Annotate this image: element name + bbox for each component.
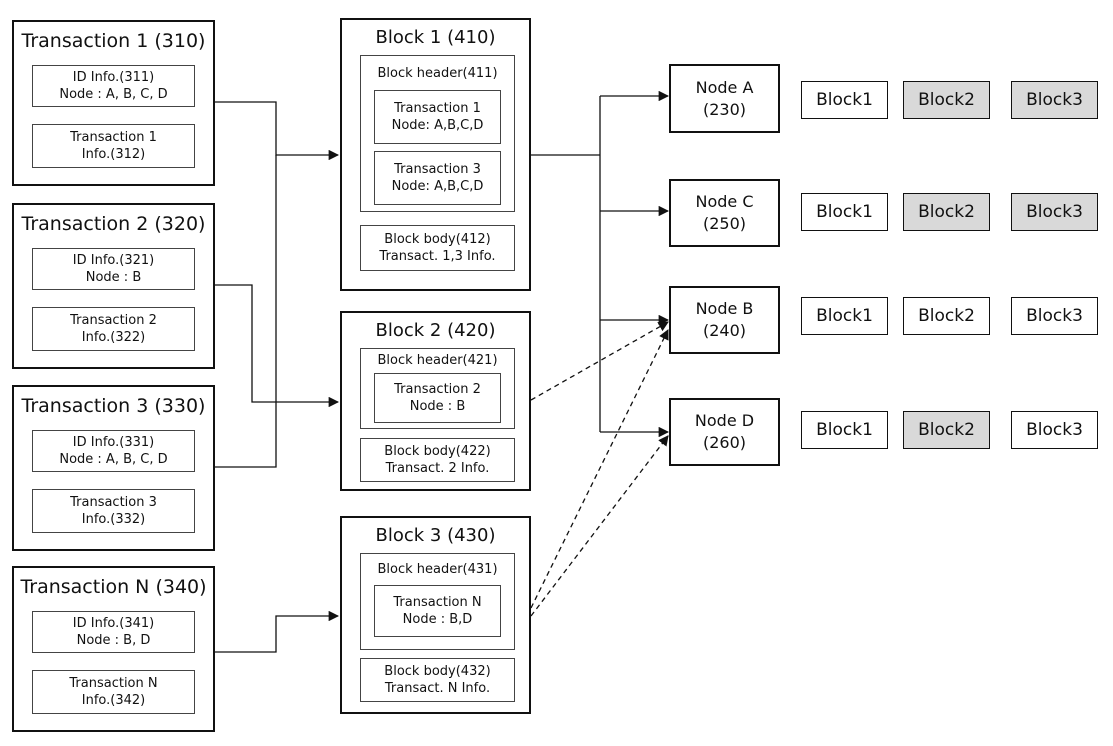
node-list: Node : B, D <box>76 633 151 648</box>
block-3-title: Block 3 (430) <box>375 525 496 546</box>
tx-info-line2: Info.(342) <box>81 693 146 708</box>
node-d-chain-block3: Block3 <box>1011 411 1098 449</box>
node-name: Node C <box>695 192 754 211</box>
block-body-label: Block body(422) <box>384 444 491 459</box>
block-header-label: Block header(411) <box>377 66 498 81</box>
id-info-label: ID Info.(321) <box>72 253 155 268</box>
dashed-block3-nodeD <box>530 435 669 617</box>
tx-info-line2: Info.(312) <box>81 147 146 162</box>
tx-info-line2: Info.(322) <box>81 330 146 345</box>
node-d-chain-block2: Block2 <box>903 411 990 449</box>
node-id: (250) <box>702 214 747 233</box>
transaction-1-box: Transaction 1 (310) ID Info.(311) Node :… <box>12 20 215 186</box>
arrow-txN-block3 <box>214 610 340 653</box>
header-item-nodes: Node: A,B,C,D <box>391 179 484 194</box>
transaction-N-info: Transaction N Info.(342) <box>32 670 195 714</box>
node-d: Node D (260) <box>669 398 780 466</box>
header-item-tx: Transaction N <box>393 595 482 610</box>
transaction-3-box: Transaction 3 (330) ID Info.(331) Node :… <box>12 385 215 551</box>
block-3-body: Block body(432) Transact. N Info. <box>360 658 515 702</box>
arrow-tx1-block1 <box>214 101 340 161</box>
node-c-chain-block1: Block1 <box>801 193 888 231</box>
block-1-body: Block body(412) Transact. 1,3 Info. <box>360 225 515 271</box>
arrow-tx2-block2 <box>214 284 340 408</box>
node-b-chain-block3: Block3 <box>1011 297 1098 335</box>
block-body-info: Transact. N Info. <box>384 681 491 696</box>
header-item-tx: Transaction 2 <box>394 382 481 397</box>
id-info-label: ID Info.(311) <box>72 70 155 85</box>
transaction-1-id-info: ID Info.(311) Node : A, B, C, D <box>32 65 195 107</box>
block-2-title: Block 2 (420) <box>375 320 496 341</box>
node-list: Node : A, B, C, D <box>59 87 168 102</box>
header-item-tx: Transaction 3 <box>394 162 481 177</box>
block-header-label: Block header(431) <box>377 562 498 577</box>
node-id: (260) <box>702 433 747 452</box>
node-a-chain-block2: Block2 <box>903 81 990 119</box>
transaction-2-title: Transaction 2 (320) <box>21 213 206 235</box>
block-1-header: Block header(411) Transaction 1 Node: A,… <box>360 55 515 212</box>
block-2-box: Block 2 (420) Block header(421) Transact… <box>340 311 531 491</box>
block-body-info: Transact. 2 Info. <box>385 461 490 476</box>
node-name: Node D <box>694 411 755 430</box>
node-c: Node C (250) <box>669 179 780 247</box>
node-list: Node : A, B, C, D <box>59 452 168 467</box>
tx-info-line1: Transaction N <box>69 676 158 691</box>
tx-info-line1: Transaction 2 <box>70 313 157 328</box>
block-body-label: Block body(412) <box>384 232 491 247</box>
transaction-N-title: Transaction N (340) <box>20 576 207 598</box>
tx-info-line1: Transaction 1 <box>70 130 157 145</box>
id-info-label: ID Info.(331) <box>72 435 155 450</box>
node-id: (230) <box>702 99 747 119</box>
arrow-tx3-block1 <box>214 155 277 468</box>
transaction-3-id-info: ID Info.(331) Node : A, B, C, D <box>32 430 195 472</box>
header-item-nodes: Node: A,B,C,D <box>391 118 484 133</box>
header-item-nodes: Node : B,D <box>402 612 473 627</box>
transaction-1-title: Transaction 1 (310) <box>21 30 206 52</box>
node-b: Node B (240) <box>669 286 780 354</box>
block-2-body: Block body(422) Transact. 2 Info. <box>360 438 515 482</box>
node-id: (240) <box>702 321 747 340</box>
block-2-header-item-1: Transaction 2 Node : B <box>374 373 501 423</box>
node-list: Node : B <box>85 270 142 285</box>
header-item-tx: Transaction 1 <box>394 101 481 116</box>
header-item-nodes: Node : B <box>409 399 466 414</box>
transaction-N-id-info: ID Info.(341) Node : B, D <box>32 611 195 653</box>
dashed-block3-nodeB <box>530 329 669 609</box>
node-a-chain-block1: Block1 <box>801 81 888 119</box>
id-info-label: ID Info.(341) <box>72 616 155 631</box>
block-1-box: Block 1 (410) Block header(411) Transact… <box>340 18 531 291</box>
node-c-chain-block3: Block3 <box>1011 193 1098 231</box>
block-body-info: Transact. 1,3 Info. <box>379 249 496 264</box>
block-3-box: Block 3 (430) Block header(431) Transact… <box>340 516 531 714</box>
transaction-2-box: Transaction 2 (320) ID Info.(321) Node :… <box>12 203 215 369</box>
transaction-3-title: Transaction 3 (330) <box>21 395 206 417</box>
node-d-chain-block1: Block1 <box>801 411 888 449</box>
node-b-chain-block1: Block1 <box>801 297 888 335</box>
block-1-header-item-2: Transaction 3 Node: A,B,C,D <box>374 151 501 205</box>
block-2-header: Block header(421) Transaction 2 Node : B <box>360 348 515 429</box>
block-body-label: Block body(432) <box>384 664 491 679</box>
node-b-chain-block2: Block2 <box>903 297 990 335</box>
block-1-title: Block 1 (410) <box>375 27 496 48</box>
transaction-1-info: Transaction 1 Info.(312) <box>32 124 195 168</box>
block-3-header-item-1: Transaction N Node : B,D <box>374 585 501 637</box>
transaction-2-id-info: ID Info.(321) Node : B <box>32 248 195 290</box>
node-c-chain-block2: Block2 <box>903 193 990 231</box>
tx-info-line2: Info.(332) <box>81 512 146 527</box>
block-3-header: Block header(431) Transaction N Node : B… <box>360 553 515 650</box>
transaction-2-info: Transaction 2 Info.(322) <box>32 307 195 351</box>
transaction-N-box: Transaction N (340) ID Info.(341) Node :… <box>12 566 215 732</box>
block-1-header-item-1: Transaction 1 Node: A,B,C,D <box>374 90 501 144</box>
node-name: Node B <box>695 299 754 318</box>
node-a: Node A (230) <box>669 64 780 133</box>
transaction-3-info: Transaction 3 Info.(332) <box>32 489 195 533</box>
tx-info-line1: Transaction 3 <box>70 495 157 510</box>
node-name: Node A <box>695 77 754 97</box>
block-header-label: Block header(421) <box>377 353 498 368</box>
node-a-chain-block3: Block3 <box>1011 81 1098 119</box>
